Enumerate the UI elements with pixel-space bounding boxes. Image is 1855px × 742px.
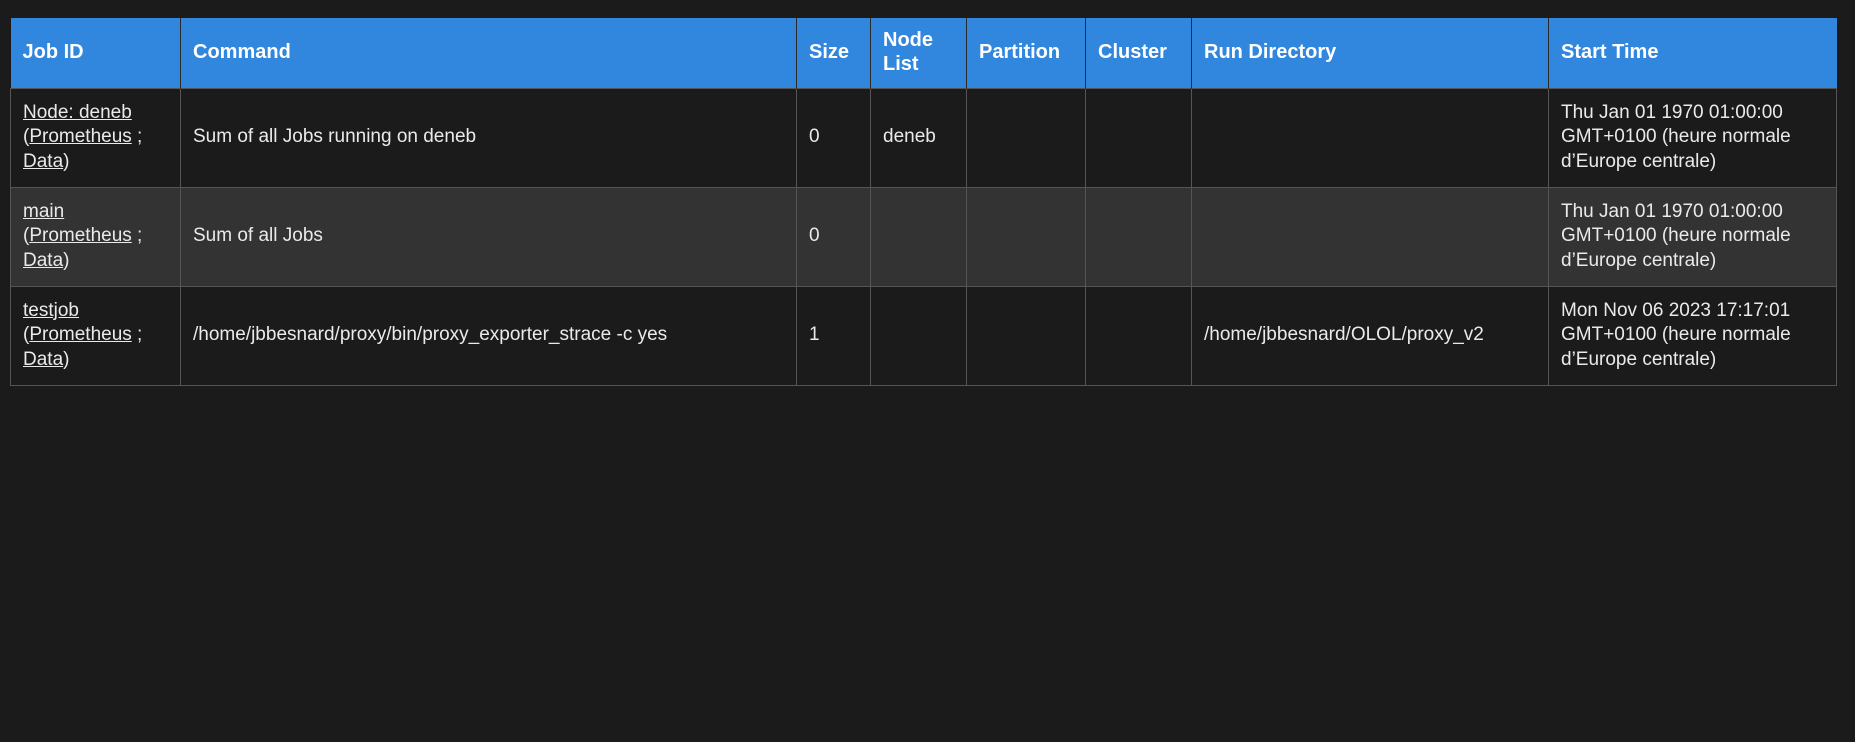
cell-node-list: [870, 186, 967, 287]
cell-start-time: Thu Jan 01 1970 01:00:00 GMT+0100 (heure…: [1548, 186, 1837, 287]
prometheus-link[interactable]: Prometheus: [29, 324, 132, 346]
column-header-start-time[interactable]: Start Time: [1548, 18, 1837, 88]
cell-node-list: [870, 285, 967, 386]
cell-size: 0: [796, 186, 871, 287]
cell-job-id: Node: deneb (Prometheus ; Data): [10, 87, 181, 188]
cell-size: 1: [796, 285, 871, 386]
cell-run-directory: /home/jbbesnard/OLOL/proxy_v2: [1191, 285, 1549, 386]
table-row: Node: deneb (Prometheus ; Data) Sum of a…: [10, 87, 1837, 188]
prometheus-link[interactable]: Prometheus: [29, 225, 132, 247]
data-link[interactable]: Data: [23, 349, 64, 370]
cell-run-directory: [1191, 186, 1549, 287]
cell-cluster: [1085, 186, 1192, 287]
link-separator: ;: [131, 324, 143, 346]
column-header-node-list[interactable]: Node List: [870, 18, 967, 88]
data-link[interactable]: Data: [23, 150, 64, 172]
data-link[interactable]: Data: [23, 249, 64, 271]
column-header-size[interactable]: Size: [796, 18, 871, 88]
cell-command: Sum of all Jobs: [180, 186, 797, 287]
cell-size: 0: [796, 87, 871, 188]
jobs-table-body: Node: deneb (Prometheus ; Data) Sum of a…: [10, 87, 1837, 386]
column-header-command[interactable]: Command: [180, 18, 797, 88]
column-header-run-directory[interactable]: Run Directory: [1191, 18, 1549, 88]
cell-cluster: [1085, 87, 1192, 188]
cell-node-list: deneb: [870, 87, 967, 188]
column-header-partition[interactable]: Partition: [966, 18, 1086, 88]
column-header-cluster[interactable]: Cluster: [1085, 18, 1192, 88]
cell-job-id: testjob (Prometheus ; Data): [10, 285, 181, 386]
cell-partition: [966, 186, 1086, 287]
close-paren: ): [63, 349, 70, 370]
cell-start-time: Mon Nov 06 2023 17:17:01 GMT+0100 (heure…: [1548, 285, 1837, 386]
open-paren: (: [23, 225, 30, 247]
close-paren: ): [63, 249, 70, 271]
open-paren: (: [23, 126, 30, 148]
job-id-link[interactable]: testjob: [23, 299, 79, 321]
cell-start-time: Thu Jan 01 1970 01:00:00 GMT+0100 (heure…: [1548, 87, 1837, 188]
close-paren: ): [63, 150, 70, 172]
link-separator: ;: [131, 126, 143, 148]
cell-partition: [966, 285, 1086, 386]
header-row: Job ID Command Size Node List Partition …: [10, 18, 1837, 88]
open-paren: (: [23, 324, 30, 346]
job-id-link[interactable]: Node: deneb: [23, 101, 132, 123]
table-row: main (Prometheus ; Data) Sum of all Jobs…: [10, 186, 1837, 287]
cell-partition: [966, 87, 1086, 188]
column-header-job-id[interactable]: Job ID: [10, 18, 181, 88]
link-separator: ;: [131, 225, 143, 247]
table-row: testjob (Prometheus ; Data) /home/jbbesn…: [10, 285, 1837, 386]
cell-command: Sum of all Jobs running on deneb: [180, 87, 797, 188]
jobs-table-container: Job ID Command Size Node List Partition …: [10, 18, 1837, 386]
jobs-table: Job ID Command Size Node List Partition …: [10, 18, 1837, 386]
cell-command: /home/jbbesnard/proxy/bin/proxy_exporter…: [180, 285, 797, 386]
cell-run-directory: [1191, 87, 1549, 188]
cell-cluster: [1085, 285, 1192, 386]
jobs-table-header: Job ID Command Size Node List Partition …: [10, 18, 1837, 88]
cell-job-id: main (Prometheus ; Data): [10, 186, 181, 287]
job-id-link[interactable]: main: [23, 200, 65, 222]
prometheus-link[interactable]: Prometheus: [29, 126, 132, 148]
